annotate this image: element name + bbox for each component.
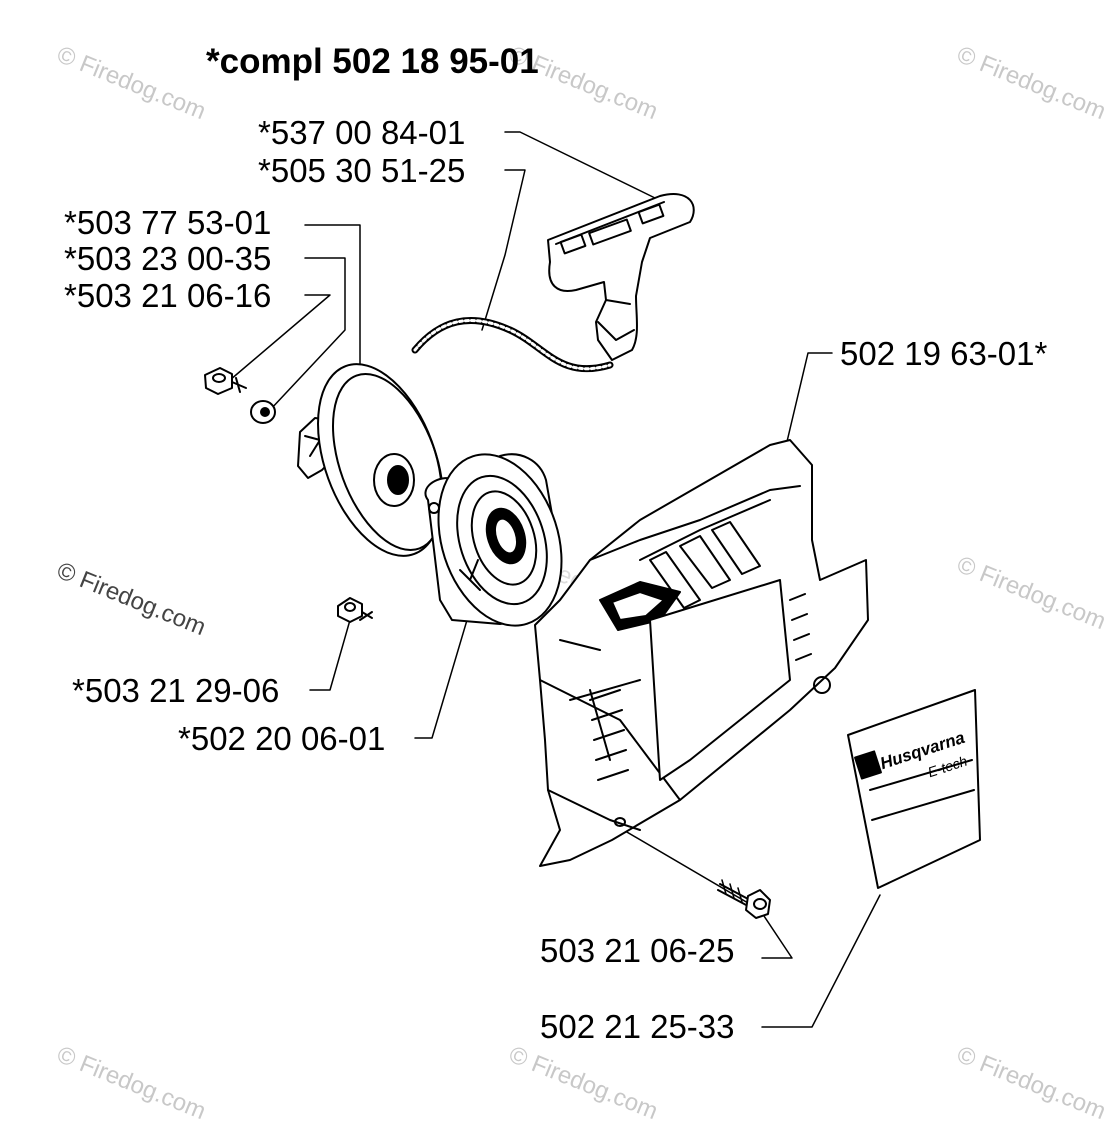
decal	[847, 689, 981, 889]
screw-bottom	[717, 879, 771, 919]
part-label-502-20-06-01: *502 20 06-01	[178, 720, 386, 757]
rope-pulley	[297, 363, 444, 557]
starter-cover	[534, 439, 869, 867]
part-label-503-21-06-25: 503 21 06-25	[540, 932, 735, 969]
part-label-503-23-00-35: *503 23 00-35	[64, 240, 272, 277]
starter-handle	[547, 193, 695, 361]
part-label-503-21-29-06: *503 21 29-06	[72, 672, 280, 709]
part-label-505-30-51-25: *505 30 51-25	[258, 152, 466, 189]
part-label-503-77-53-01: *503 77 53-01	[64, 204, 272, 241]
part-label-503-21-06-16: *503 21 06-16	[64, 277, 272, 314]
part-label-537-00-84-01: *537 00 84-01	[258, 114, 466, 151]
screw-small	[337, 597, 373, 623]
leader-lines	[229, 131, 881, 1028]
part-label-502-21-25-33: 502 21 25-33	[540, 1008, 735, 1045]
washer	[250, 400, 276, 424]
assembly-title: *compl 502 18 95-01	[206, 42, 539, 81]
spring-housing	[424, 453, 563, 627]
part-label-502-19-63-01: 502 19 63-01*	[840, 335, 1048, 372]
nut-upper	[204, 367, 247, 395]
starter-rope	[411, 316, 614, 373]
